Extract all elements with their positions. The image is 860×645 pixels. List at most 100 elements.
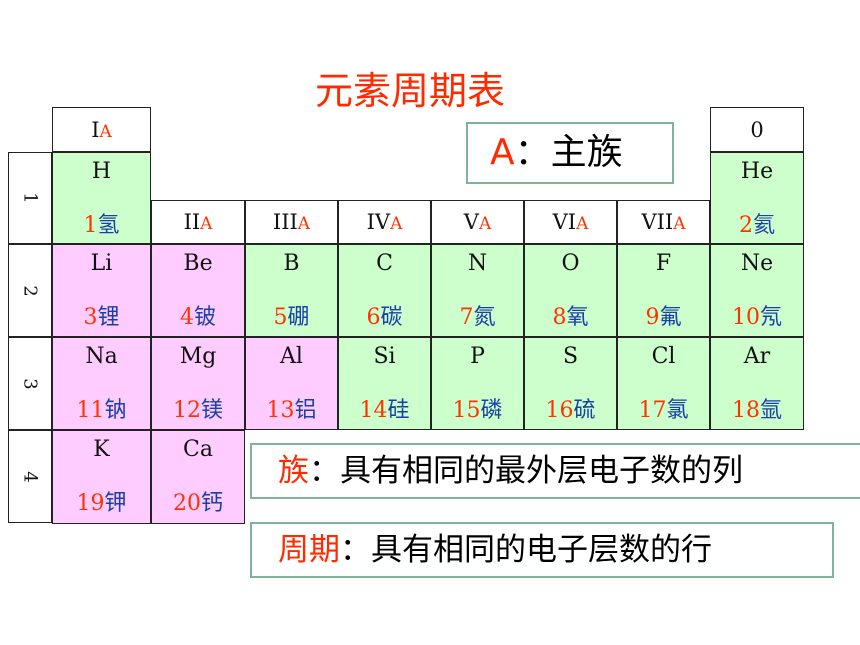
element-cell-f: F 9氟: [617, 244, 710, 337]
definition-separator: ：: [309, 453, 340, 489]
chinese-name: 铍: [193, 305, 216, 330]
atomic-number: 6: [366, 305, 381, 330]
chinese-name: 锂: [97, 305, 120, 330]
element-symbol: Cl: [651, 344, 676, 369]
element-cell-o: O 8氧: [524, 244, 617, 337]
definition-term: 族: [278, 453, 309, 489]
period-number: 2: [19, 284, 41, 297]
group-sub: A: [297, 214, 311, 234]
definition-text: 具有相同的电子层数的行: [371, 532, 712, 568]
element-number-name: 15磷: [432, 392, 523, 424]
legend-text: 主族: [550, 132, 623, 173]
chinese-name: 钙: [200, 491, 223, 516]
group-header-ia: IA: [52, 107, 151, 152]
element-symbol: B: [283, 251, 300, 276]
group-header-iia: IIA: [151, 200, 245, 244]
atomic-number: 5: [273, 305, 288, 330]
element-cell-n: N 7氮: [431, 244, 524, 337]
element-number-name: 12镁: [152, 392, 244, 424]
period-label-2: 2: [8, 244, 52, 337]
element-cell-c: C 6碳: [338, 244, 431, 337]
element-symbol: Si: [373, 344, 396, 369]
element-number-name: 18氩: [711, 392, 803, 424]
element-symbol: F: [655, 251, 672, 276]
group-header-via: VIA: [524, 200, 617, 244]
element-number-name: 20钙: [152, 485, 244, 517]
chinese-name: 氖: [759, 305, 782, 330]
chinese-name: 氦: [752, 213, 775, 238]
element-symbol: Ar: [743, 344, 771, 369]
atomic-number: 14: [359, 398, 388, 423]
chinese-name: 氟: [659, 305, 682, 330]
atomic-number: 20: [172, 491, 201, 516]
legend-separator: ：: [514, 132, 551, 173]
atomic-number: 17: [638, 398, 667, 423]
element-number-name: 17氯: [618, 392, 709, 424]
period-label-4: 4: [8, 430, 52, 523]
element-cell-s: S 16硫: [524, 337, 617, 430]
element-symbol: S: [562, 344, 579, 369]
chinese-name: 硼: [287, 305, 310, 330]
atomic-number: 16: [545, 398, 574, 423]
group-header-va: VA: [431, 200, 524, 244]
group-header-viia: VIIA: [617, 200, 710, 244]
atomic-number: 19: [76, 491, 105, 516]
element-symbol: Li: [90, 251, 113, 276]
chinese-name: 氯: [666, 398, 689, 423]
element-number-name: 19钾: [53, 485, 150, 517]
group-roman: I: [91, 118, 100, 142]
page-title: 元素周期表: [314, 69, 505, 113]
atomic-number: 11: [76, 398, 105, 423]
atomic-number: 18: [731, 398, 760, 423]
element-number-name: 1氢: [53, 207, 150, 239]
chinese-name: 氩: [759, 398, 782, 423]
group-roman: VI: [552, 210, 577, 234]
element-number-name: 9氟: [618, 299, 709, 331]
atomic-number: 3: [83, 305, 98, 330]
atomic-number: 2: [738, 213, 753, 238]
atomic-number: 9: [645, 305, 660, 330]
element-symbol: N: [467, 251, 488, 276]
element-cell-ca: Ca 20钙: [151, 430, 245, 524]
period-label-1: 1: [8, 152, 52, 244]
element-number-name: 10氖: [711, 299, 803, 331]
element-cell-cl: Cl 17氯: [617, 337, 710, 430]
element-number-name: 2氦: [711, 207, 803, 239]
element-cell-p: P 15磷: [431, 337, 524, 430]
group-roman: V: [463, 210, 479, 234]
definition-text: 具有相同的最外层电子数的列: [340, 453, 743, 489]
chinese-name: 碳: [380, 305, 403, 330]
element-cell-ar: Ar 18氩: [710, 337, 804, 430]
definition-separator: ：: [340, 532, 371, 568]
element-number-name: 7氮: [432, 299, 523, 331]
element-symbol: Ca: [183, 437, 213, 462]
atomic-number: 1: [83, 213, 98, 238]
group-sub: A: [200, 214, 213, 234]
element-cell-be: Be 4铍: [151, 244, 245, 337]
element-symbol: Ne: [740, 251, 774, 276]
element-number-name: 14硅: [339, 392, 430, 424]
atomic-number: 7: [459, 305, 474, 330]
element-symbol: H: [91, 159, 112, 184]
element-number-name: 8氧: [525, 299, 616, 331]
chinese-name: 钾: [104, 491, 127, 516]
element-number-name: 3锂: [53, 299, 150, 331]
element-symbol: Mg: [179, 344, 217, 369]
element-cell-li: Li 3锂: [52, 244, 151, 337]
element-cell-mg: Mg 12镁: [151, 337, 245, 430]
chinese-name: 氮: [473, 305, 496, 330]
group-sub: A: [673, 214, 686, 234]
chinese-name: 氢: [97, 213, 120, 238]
element-cell-ne: Ne 10氖: [710, 244, 804, 337]
element-symbol: He: [740, 159, 774, 184]
group-sub: A: [390, 214, 403, 234]
group-header-iva: IVA: [338, 200, 431, 244]
period-number: 4: [19, 470, 41, 483]
atomic-number: 13: [266, 398, 295, 423]
group-roman: III: [272, 210, 298, 234]
chinese-name: 铝: [294, 398, 317, 423]
element-cell-al: Al 13铝: [245, 337, 338, 430]
definition-term: 周期: [278, 532, 340, 568]
element-symbol: Al: [280, 344, 303, 369]
group-roman: 0: [750, 118, 764, 142]
